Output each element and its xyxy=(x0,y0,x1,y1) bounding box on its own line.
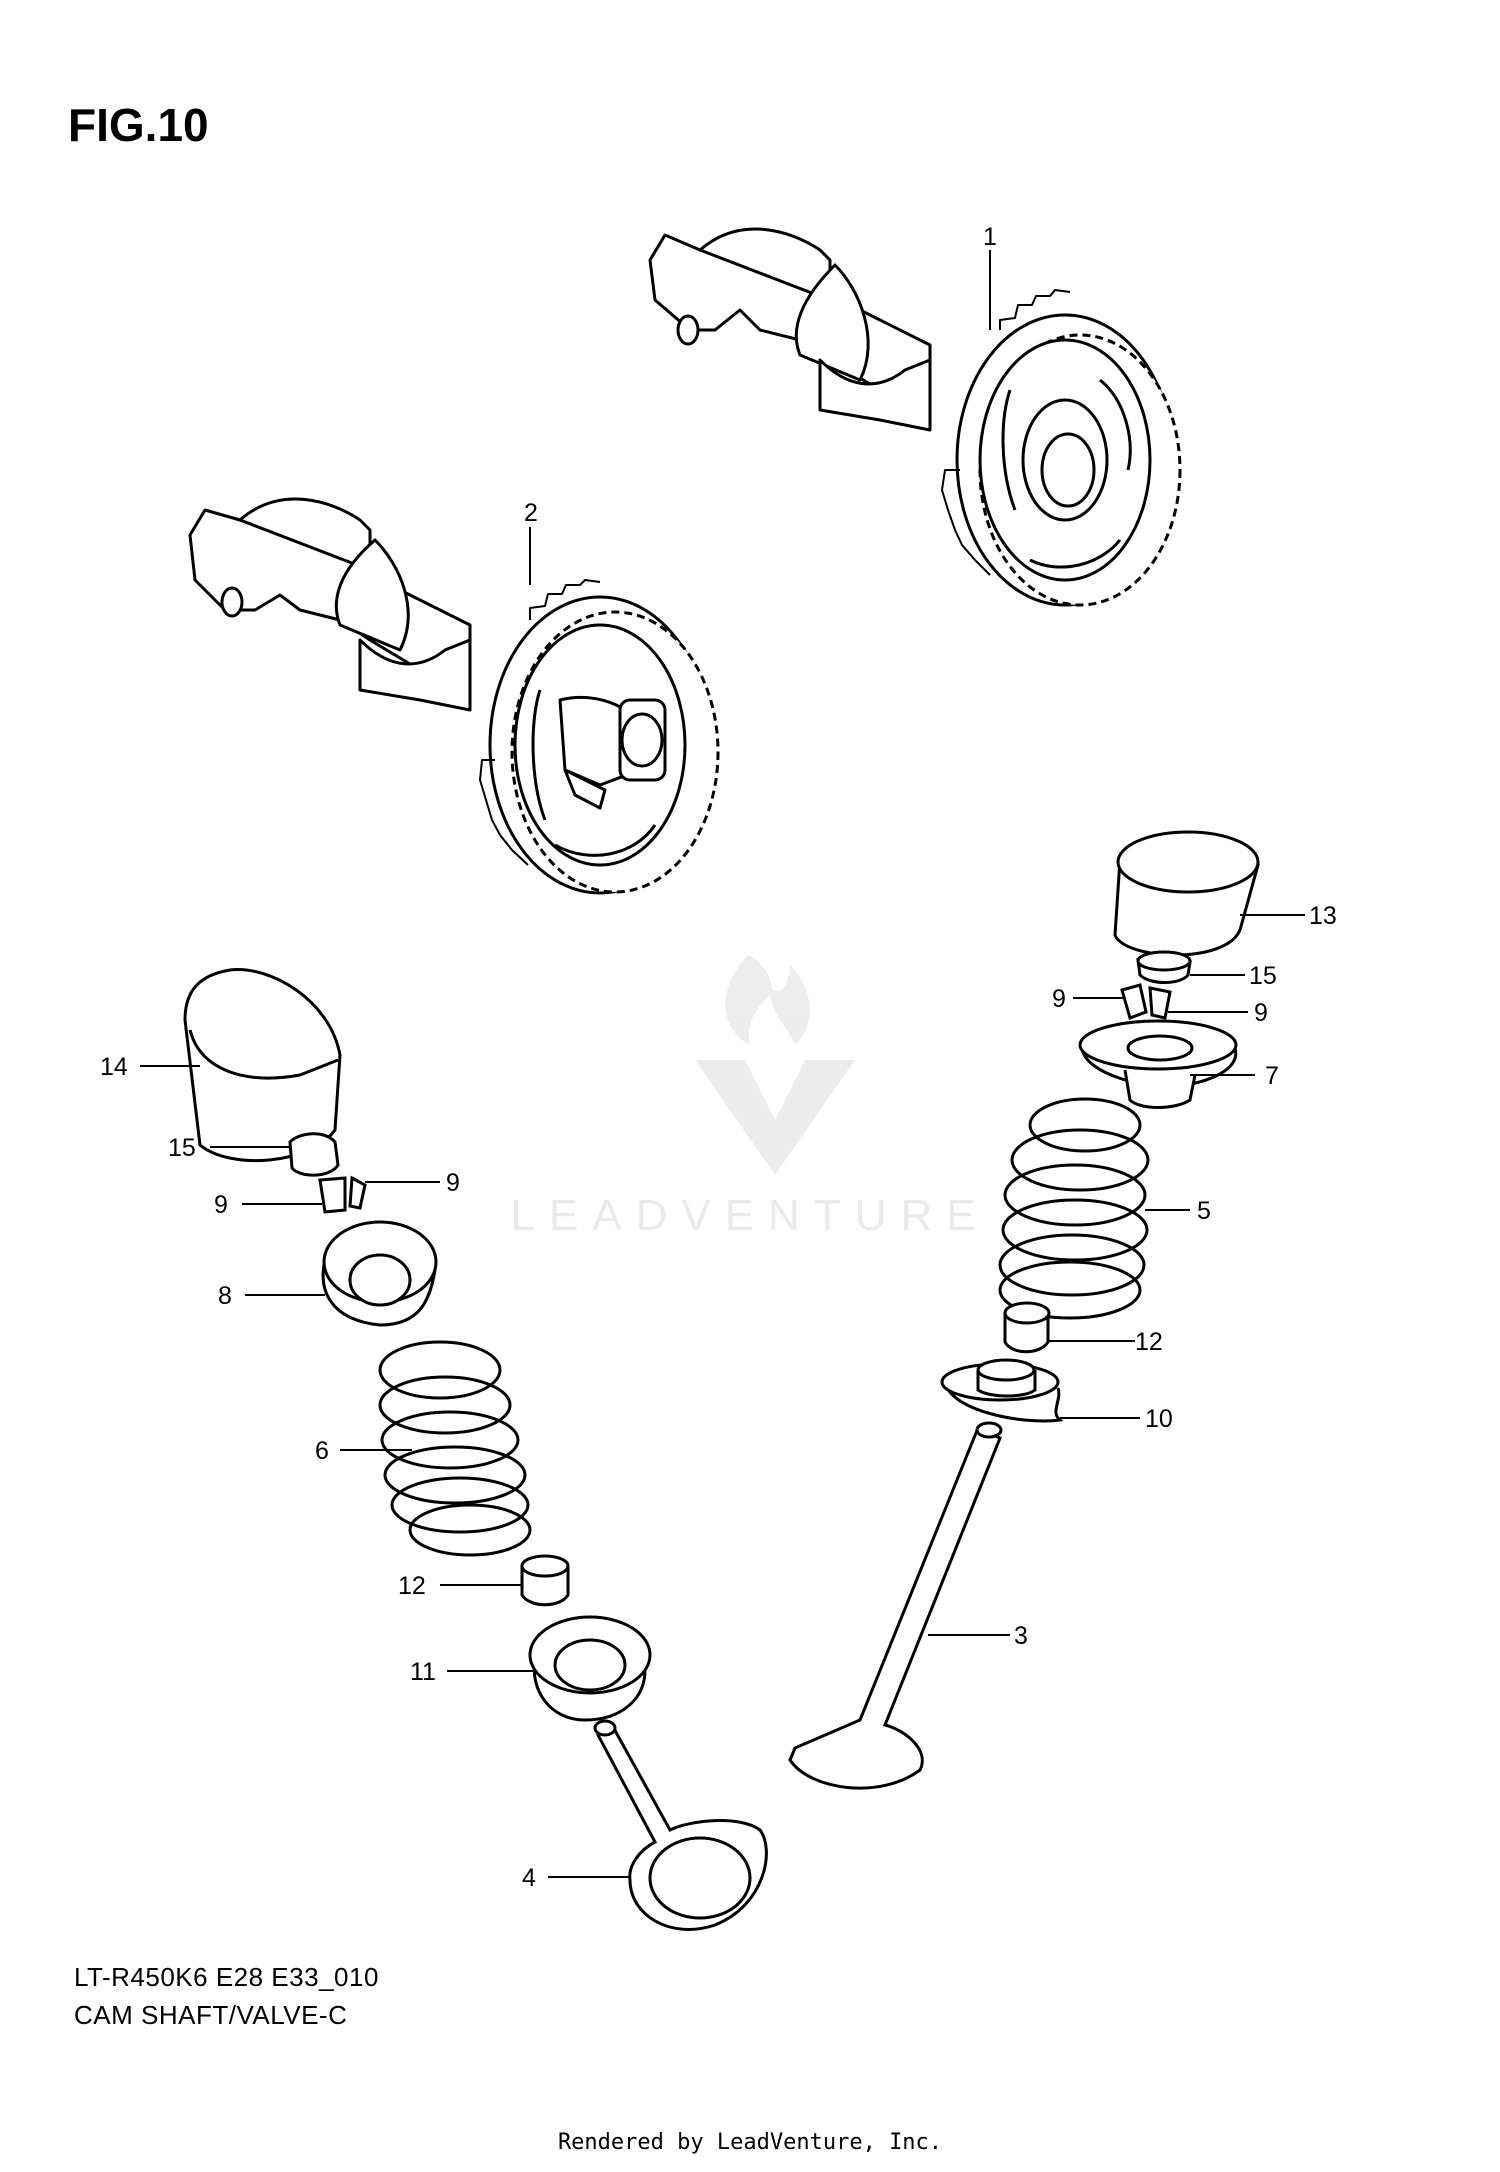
figure-title: FIG.10 xyxy=(68,99,209,151)
camshaft-1 xyxy=(648,227,1182,607)
callout-12-right: 12 xyxy=(1135,1328,1163,1356)
tappet-14 xyxy=(183,968,342,1163)
cotter-9-right xyxy=(1120,983,1172,1020)
callout-9-right-right: 9 xyxy=(1254,999,1268,1027)
diagram-caption: CAM SHAFT/VALVE-C xyxy=(74,2000,348,2030)
leader-lines xyxy=(140,250,1305,1878)
cotter-9-left xyxy=(318,1175,367,1214)
callout-6: 6 xyxy=(315,1437,329,1465)
shim-15-left xyxy=(288,1132,340,1177)
diagram-code: LT-R450K6 E28 E33_010 xyxy=(74,1962,379,1992)
spring-seat-10 xyxy=(940,1358,1064,1423)
callout-2: 2 xyxy=(524,499,538,527)
retainer-8 xyxy=(321,1220,438,1327)
valve-4 xyxy=(593,1719,768,1931)
tappet-13 xyxy=(1113,830,1260,957)
callout-9-right-left: 9 xyxy=(1052,985,1066,1013)
callout-8: 8 xyxy=(218,1282,232,1310)
callout-11: 11 xyxy=(410,1658,436,1686)
callout-9-left-left: 9 xyxy=(214,1191,228,1219)
valve-spring-5 xyxy=(998,1097,1150,1320)
stem-seal-12-right xyxy=(1003,1301,1051,1354)
valve-spring-6 xyxy=(378,1340,532,1557)
retainer-7 xyxy=(1078,1019,1238,1109)
callout-14: 14 xyxy=(100,1053,128,1081)
callout-13: 13 xyxy=(1309,902,1337,930)
valve-3 xyxy=(788,1421,1003,1790)
callout-5: 5 xyxy=(1197,1197,1211,1225)
callout-12-left: 12 xyxy=(398,1572,426,1600)
footer-credit: Rendered by LeadVenture, Inc. xyxy=(557,2130,943,2155)
leadventure-watermark: LEADVENTURE xyxy=(510,955,989,1240)
callout-15-right: 15 xyxy=(1249,962,1277,990)
callout-4: 4 xyxy=(522,1864,536,1892)
shim-15-right xyxy=(1136,950,1192,984)
spring-seat-11 xyxy=(528,1615,652,1722)
callout-labels: 1 2 13 15 9 9 7 5 12 10 3 14 15 9 9 8 6 … xyxy=(100,223,1337,1892)
callout-1: 1 xyxy=(983,223,997,251)
callout-9-left-right: 9 xyxy=(446,1169,460,1197)
callout-3: 3 xyxy=(1014,1622,1028,1650)
callout-10: 10 xyxy=(1145,1405,1173,1433)
callout-15-left: 15 xyxy=(168,1134,196,1162)
callout-7: 7 xyxy=(1265,1062,1279,1090)
stem-seal-12-left xyxy=(520,1554,570,1607)
camshaft-2 xyxy=(188,497,720,895)
watermark-text: LEADVENTURE xyxy=(510,1191,989,1240)
